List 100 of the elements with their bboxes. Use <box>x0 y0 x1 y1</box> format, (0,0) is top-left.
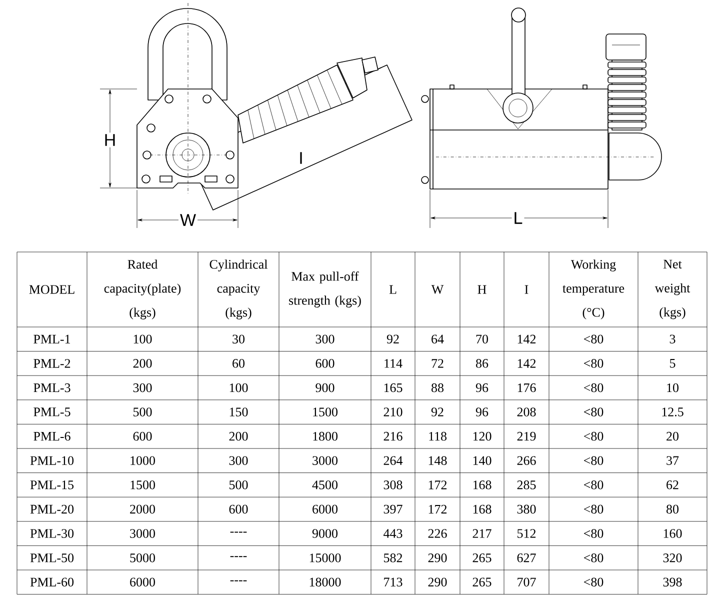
table-value: 1500 <box>313 408 338 416</box>
table-value: PML-5 <box>34 408 70 416</box>
table-value: PML-15 <box>30 480 74 490</box>
table-value: 2000 <box>130 504 155 514</box>
table-value: <80 <box>584 554 604 562</box>
table-value: 217 <box>472 529 492 538</box>
table-value: 12.5 <box>662 408 684 416</box>
column-header: Cylindrical capacity (kgs) <box>210 260 268 320</box>
table-value: 96 <box>476 383 488 392</box>
table-value: 1500 <box>130 480 155 490</box>
table-value: 1000 <box>130 456 155 465</box>
table-value: 172 <box>428 504 447 514</box>
table-value: 142 <box>518 359 536 368</box>
dimension-label: H <box>102 132 118 148</box>
table-value: 140 <box>473 456 492 465</box>
table-value: 713 <box>384 578 402 586</box>
column-header: Max pull-off strength (kgs) <box>289 272 361 308</box>
column-header: Working temperature (°C) <box>562 260 624 320</box>
table-value: 600 <box>133 432 152 441</box>
table-value: 70 <box>476 334 488 344</box>
table-value: 308 <box>384 480 402 490</box>
table-value: 165 <box>384 383 402 392</box>
table-value: PML-20 <box>30 504 74 514</box>
table-value: 96 <box>476 408 488 416</box>
table-value: 208 <box>517 408 536 416</box>
table-value: 4500 <box>312 480 338 490</box>
table-value: <80 <box>584 432 604 441</box>
table-value: 10 <box>667 383 678 392</box>
table-value: 210 <box>384 408 402 416</box>
table-value: 6000 <box>130 578 155 586</box>
table-value: 397 <box>384 504 402 514</box>
column-header: I <box>524 285 528 294</box>
table-value: 168 <box>473 480 492 490</box>
dimension-label: W <box>178 212 198 228</box>
table-value: 320 <box>663 554 682 562</box>
table-value: 172 <box>428 480 447 490</box>
table-value: ---- <box>230 532 247 533</box>
table-value: 380 <box>517 504 536 514</box>
table-value: PML-6 <box>34 432 70 441</box>
table-value: 3000 <box>312 456 338 465</box>
table-value: 300 <box>229 456 248 465</box>
table-value: <80 <box>584 408 604 416</box>
table-value: 500 <box>134 408 152 416</box>
table-value: 62 <box>666 480 678 490</box>
table-value: 600 <box>316 359 334 368</box>
table-value: 114 <box>384 359 402 368</box>
table-value: 707 <box>518 578 536 586</box>
table-value: 600 <box>229 504 248 514</box>
table-value: 64 <box>432 334 444 344</box>
table-value: 266 <box>517 456 536 465</box>
table-value: 30 <box>232 334 244 344</box>
table-value: <80 <box>584 578 604 586</box>
table-value: PML-3 <box>34 383 70 392</box>
table-value: 627 <box>517 554 536 562</box>
column-header: W <box>431 285 444 294</box>
table-value: <80 <box>584 334 604 344</box>
table-value: ---- <box>230 556 247 558</box>
table-value: PML-50 <box>30 554 74 562</box>
table-value: 512 <box>518 529 536 538</box>
table-value: 37 <box>666 456 679 465</box>
table-value: 92 <box>431 408 444 416</box>
table-value: 200 <box>229 432 248 441</box>
table-value: 20 <box>666 432 678 441</box>
table-value: 60 <box>232 359 244 368</box>
table-value: 216 <box>384 432 402 441</box>
table-value: 264 <box>384 456 403 465</box>
table-value: 290 <box>428 554 447 562</box>
column-header: MODEL <box>29 285 74 294</box>
table-value: 100 <box>230 383 248 392</box>
table-value: 92 <box>386 334 399 344</box>
table-value: 398 <box>663 578 682 586</box>
table-value: 285 <box>517 480 536 490</box>
table-value: PML-1 <box>34 334 70 344</box>
table-value: 176 <box>518 383 536 392</box>
table-value: PML-60 <box>30 578 74 586</box>
table-value: PML-2 <box>34 359 70 368</box>
dimension-label: I <box>300 152 302 164</box>
table-value: PML-10 <box>30 456 74 465</box>
table-value: 18000 <box>310 578 341 586</box>
table-value: <80 <box>584 456 604 465</box>
table-value: 148 <box>428 456 447 465</box>
table-value: 86 <box>476 359 488 368</box>
table-value: 72 <box>432 359 444 368</box>
column-header: Net weight (kgs) <box>654 260 690 320</box>
table-value: 5000 <box>130 554 155 562</box>
table-value: 3 <box>670 334 676 344</box>
table-value: 100 <box>134 334 152 344</box>
table-value: 443 <box>384 529 402 538</box>
table-value: 226 <box>428 529 447 538</box>
table-value: 88 <box>432 383 444 392</box>
table-value: 500 <box>230 480 248 490</box>
table-value: 142 <box>518 334 536 344</box>
table-value: 300 <box>316 334 334 344</box>
table-value: ---- <box>230 580 247 582</box>
table-value: 1800 <box>313 432 338 441</box>
table-value: 15000 <box>310 554 341 562</box>
dimension-label: L <box>512 210 524 226</box>
table-value: <80 <box>584 383 604 392</box>
table-value: 200 <box>133 359 152 368</box>
table-value: 900 <box>316 383 334 392</box>
